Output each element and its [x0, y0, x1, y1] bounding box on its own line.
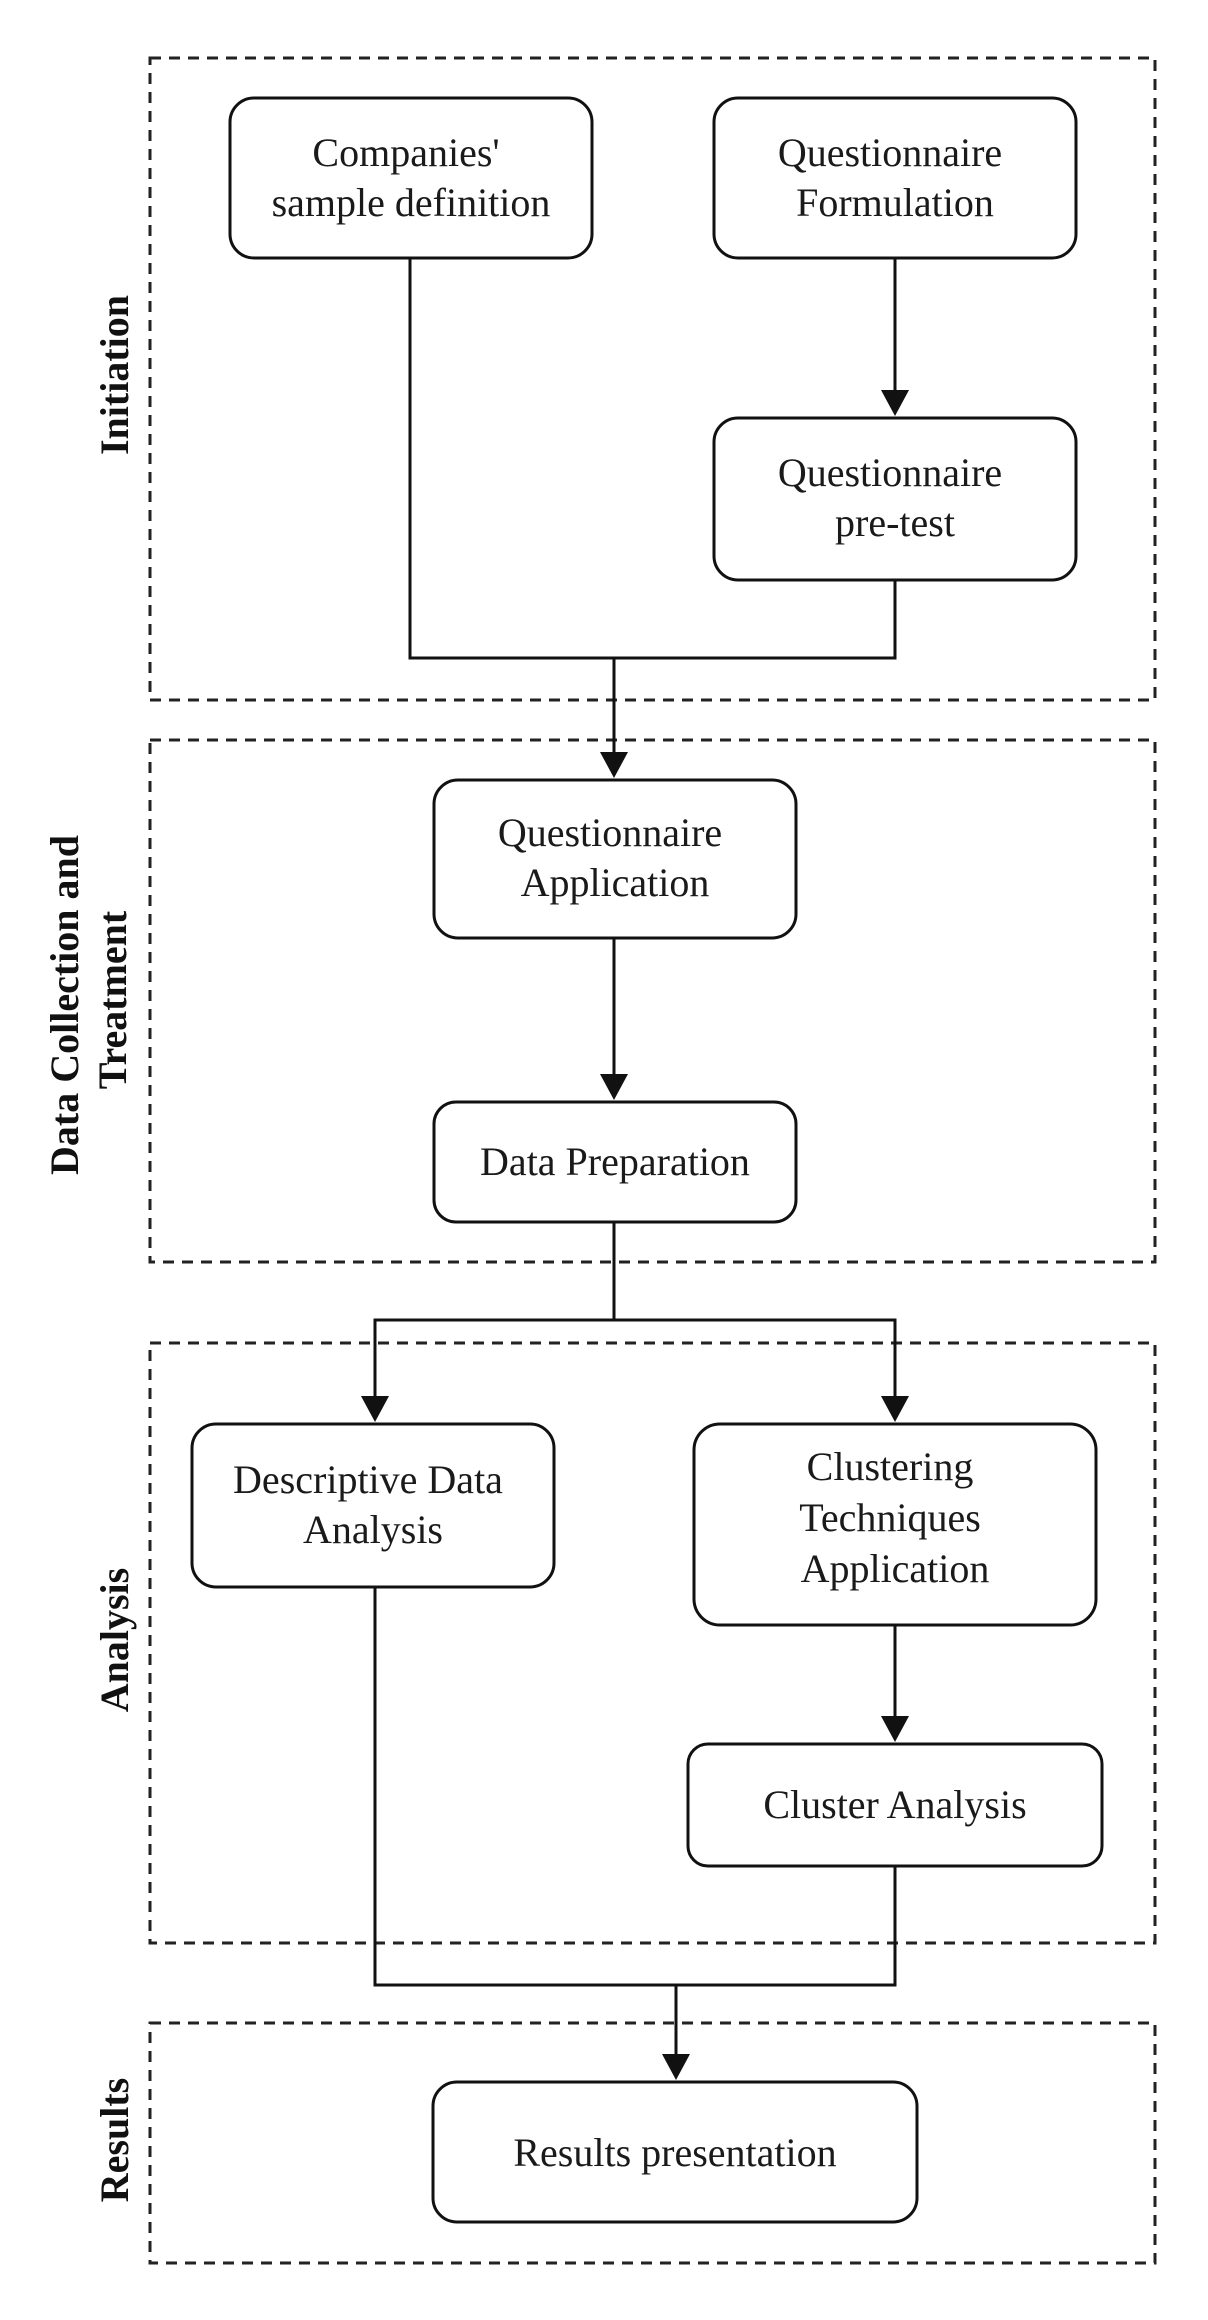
connector-companies-to-merge	[408, 258, 897, 660]
node-data-preparation: Data Preparation	[432, 1100, 798, 1224]
svg-text:Clustering Techniques: Clustering Techniques Application	[799, 1444, 991, 1591]
node-data-preparation-line1: Data Preparation	[480, 1139, 750, 1184]
node-clustering-application-line2: Techniques	[799, 1495, 981, 1540]
arrowhead-split-to-clustering	[881, 1396, 909, 1422]
connector-split-to-clustering	[614, 1318, 897, 1410]
node-descriptive-analysis-line1: Descriptive Data	[233, 1457, 503, 1502]
phase-label-data-collection: Data Collection and Treatment	[42, 825, 135, 1175]
node-questionnaire-pretest-line2: pre-test	[835, 500, 955, 545]
node-questionnaire-application: Questionnaire Application	[432, 778, 798, 940]
connector-preparation-split	[373, 1222, 616, 1410]
phase-label-initiation: Initiation	[92, 295, 137, 455]
phase-data-collection-box	[148, 738, 1157, 1264]
svg-text:Results presentation: Results presentation	[513, 2130, 836, 2175]
phase-label-results: Results	[92, 2078, 137, 2202]
node-results-presentation: Results presentation	[431, 2080, 919, 2224]
node-companies-sample: Companies' sample definition	[228, 96, 594, 260]
svg-text:Questionnaire pre-test: Questionnaire pre-test	[778, 450, 1012, 545]
connectors	[361, 258, 909, 2080]
arrowhead-clustering-to-cluster-analysis	[881, 1716, 909, 1742]
node-questionnaire-formulation-line2: Formulation	[796, 180, 994, 225]
arrowhead-merge-to-results	[662, 2054, 690, 2080]
phase-analysis-box	[148, 1341, 1157, 1945]
node-clustering-application-line1: Clustering	[807, 1444, 974, 1489]
phase-initiation-box	[148, 56, 1157, 702]
svg-text:Descriptive Data Analysi: Descriptive Data Analysis	[233, 1457, 513, 1552]
phase-label-data-collection-line2: Treatment	[90, 910, 135, 1089]
svg-text:Questionnaire Formulatio: Questionnaire Formulation	[778, 130, 1012, 225]
node-results-presentation-line1: Results presentation	[513, 2130, 836, 2175]
phase-label-data-collection-line1: Data Collection and	[42, 835, 87, 1175]
node-companies-sample-line1: Companies'	[312, 130, 499, 175]
node-companies-sample-line2: sample definition	[272, 180, 551, 225]
svg-text:Companies' sample defini: Companies' sample definition	[272, 130, 551, 225]
phase-label-analysis: Analysis	[92, 1568, 137, 1713]
node-descriptive-analysis: Descriptive Data Analysis	[190, 1422, 556, 1589]
node-questionnaire-formulation: Questionnaire Formulation	[712, 96, 1078, 260]
node-descriptive-analysis-line2: Analysis	[303, 1507, 443, 1552]
node-clustering-application: Clustering Techniques Application	[692, 1422, 1098, 1627]
node-cluster-analysis: Cluster Analysis	[686, 1742, 1104, 1868]
svg-text:Data Preparation: Data Preparation	[480, 1139, 750, 1184]
arrowhead-merge-to-application	[600, 752, 628, 778]
node-questionnaire-application-line1: Questionnaire	[498, 810, 722, 855]
node-questionnaire-pretest: Questionnaire pre-test	[712, 416, 1078, 582]
connector-analysis-merge	[373, 1587, 897, 1987]
node-clustering-application-line3: Application	[801, 1546, 990, 1591]
node-questionnaire-pretest-line1: Questionnaire	[778, 450, 1002, 495]
svg-text:Questionnaire Applicatio: Questionnaire Application	[498, 810, 732, 905]
arrowhead-split-to-descriptive	[361, 1396, 389, 1422]
node-questionnaire-application-line2: Application	[521, 860, 710, 905]
node-cluster-analysis-line1: Cluster Analysis	[763, 1782, 1026, 1827]
svg-text:Cluster Analysis: Cluster Analysis	[763, 1782, 1026, 1827]
node-questionnaire-formulation-line1: Questionnaire	[778, 130, 1002, 175]
arrowhead-formulation-to-pretest	[881, 390, 909, 416]
arrowhead-application-to-preparation	[600, 1074, 628, 1100]
phase-results-box	[148, 2021, 1157, 2265]
